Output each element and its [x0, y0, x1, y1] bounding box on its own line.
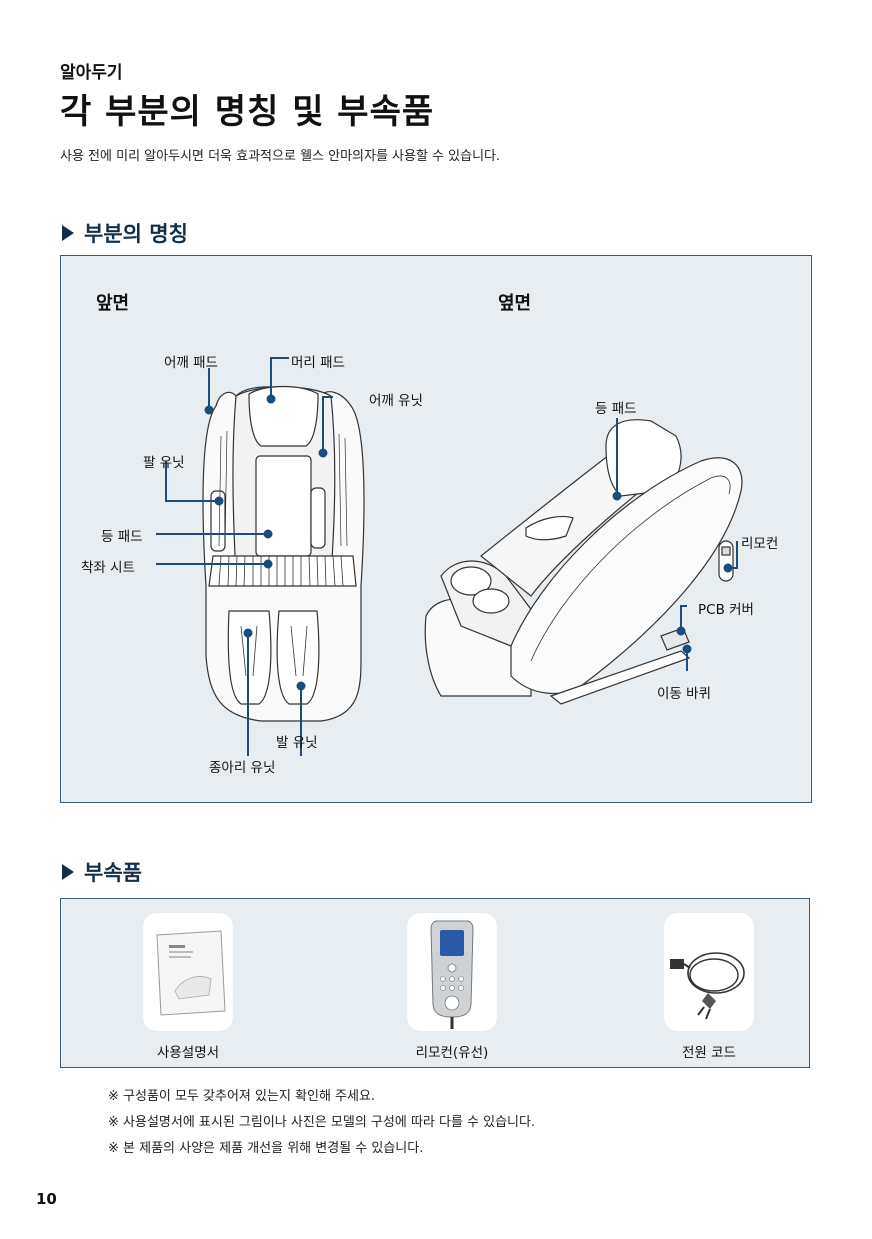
power-cord-icon	[670, 952, 745, 1020]
front-leader-lines	[156, 357, 333, 756]
remote-label: 리모컨(유선)	[415, 1045, 489, 1061]
label-wheel: 이동 바퀴	[657, 686, 711, 702]
manual-icon	[156, 930, 226, 1016]
note-1: ※ 구성품이 모두 갖추어져 있는지 확인해 주세요.	[108, 1089, 376, 1104]
parts-heading-text: 부분의 명칭	[84, 222, 188, 246]
remote-icon	[430, 920, 474, 1029]
front-view-label: 앞면	[96, 293, 130, 314]
accessories-heading-text: 부속품	[84, 861, 142, 885]
triangle-bullet-icon	[62, 225, 74, 241]
label-foot-unit: 발 유닛	[276, 735, 318, 751]
page-number: 10	[36, 1190, 57, 1208]
intro-text: 사용 전에 미리 알아두시면 더욱 효과적으로 웰스 안마의자를 사용할 수 있…	[60, 149, 501, 164]
page-title: 각 부분의 명칭 및 부속품	[60, 92, 435, 132]
manual-card	[143, 913, 233, 1031]
label-back-pad-front: 등 패드	[101, 529, 143, 545]
side-chair-illustration	[424, 419, 743, 705]
label-calf-unit: 종아리 유닛	[209, 760, 276, 776]
side-leader-lines	[612, 418, 738, 671]
label-shoulder-pad: 어깨 패드	[164, 355, 218, 371]
label-remote: 리모컨	[741, 536, 779, 552]
side-view-label: 옆면	[498, 293, 532, 314]
chair-illustrations	[156, 357, 743, 756]
triangle-bullet-icon	[62, 864, 74, 880]
remote-card	[407, 913, 497, 1031]
accessories-panel: 사용설명서 리모컨(유선) 전원 코드	[60, 898, 810, 1068]
accessories-heading: 부속품	[62, 857, 142, 887]
label-shoulder-unit: 어깨 유닛	[369, 393, 423, 409]
front-chair-illustration	[202, 385, 365, 722]
label-head-pad: 머리 패드	[291, 355, 345, 371]
note-2: ※ 사용설명서에 표시된 그림이나 사진은 모델의 구성에 따라 다를 수 있습…	[108, 1115, 536, 1130]
power-cord-label: 전원 코드	[682, 1045, 736, 1061]
manual-label: 사용설명서	[156, 1045, 220, 1061]
label-arm-unit: 팔 유닛	[143, 455, 185, 471]
parts-panel: 앞면 옆면 어깨 패드 머리 패드 어깨 유닛 팔 유닛 등 패드 착좌 시트 …	[60, 255, 812, 803]
label-back-pad-side: 등 패드	[595, 401, 637, 417]
power-cord-card	[664, 913, 754, 1031]
parts-heading: 부분의 명칭	[62, 218, 188, 248]
note-3: ※ 본 제품의 사양은 제품 개선을 위해 변경될 수 있습니다.	[108, 1141, 424, 1156]
label-pcb-cover: PCB 커버	[698, 602, 754, 618]
label-seat: 착좌 시트	[81, 560, 135, 576]
section-kicker: 알아두기	[60, 63, 123, 83]
